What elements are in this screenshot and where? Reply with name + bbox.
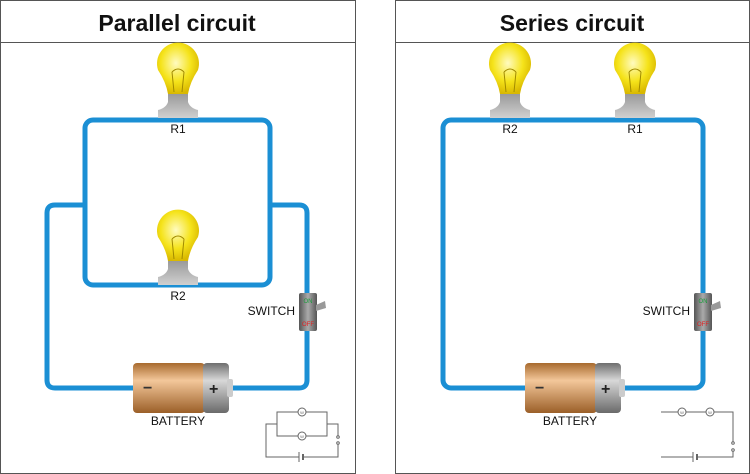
switch-off-label: OFF [697,322,709,328]
switch-label: SWITCH [643,304,690,318]
switch-on-label: ON [304,299,313,305]
bulb-r2-icon [488,42,532,119]
switch-on-label: ON [699,299,708,305]
bulb-label-r2: R2 [502,122,518,136]
battery-label: BATTERY [151,414,205,428]
bulb-r2-icon [156,209,200,286]
battery-minus: − [143,380,152,397]
battery-plus: + [601,381,610,398]
series-schematic: W W [661,407,735,462]
bulb-label-r1: R1 [170,122,186,136]
svg-text:W: W [708,410,712,415]
switch-label: SWITCH [248,304,295,318]
battery-minus: − [535,380,544,397]
battery-plus: + [209,381,218,398]
bulb-label-r1: R1 [627,122,643,136]
wire-loop [440,117,706,391]
parallel-schematic: W W [265,407,340,462]
bulb-r1-icon [613,42,657,119]
switch-off-label: OFF [302,322,314,328]
bulb-label-r2: R2 [170,289,186,303]
series-panel: Series circuit R2 R1 ON OFF SWITCH − + B… [395,0,750,474]
svg-text:W: W [300,410,304,415]
battery-label: BATTERY [543,414,597,428]
parallel-panel: Parallel circuit R1 R2 ON OFF SWITCH − +… [0,0,356,474]
panel-title: Series circuit [500,10,645,36]
svg-text:W: W [300,434,304,439]
svg-text:W: W [680,410,684,415]
panel-title: Parallel circuit [98,10,256,36]
bulb-r1-icon [156,42,200,119]
